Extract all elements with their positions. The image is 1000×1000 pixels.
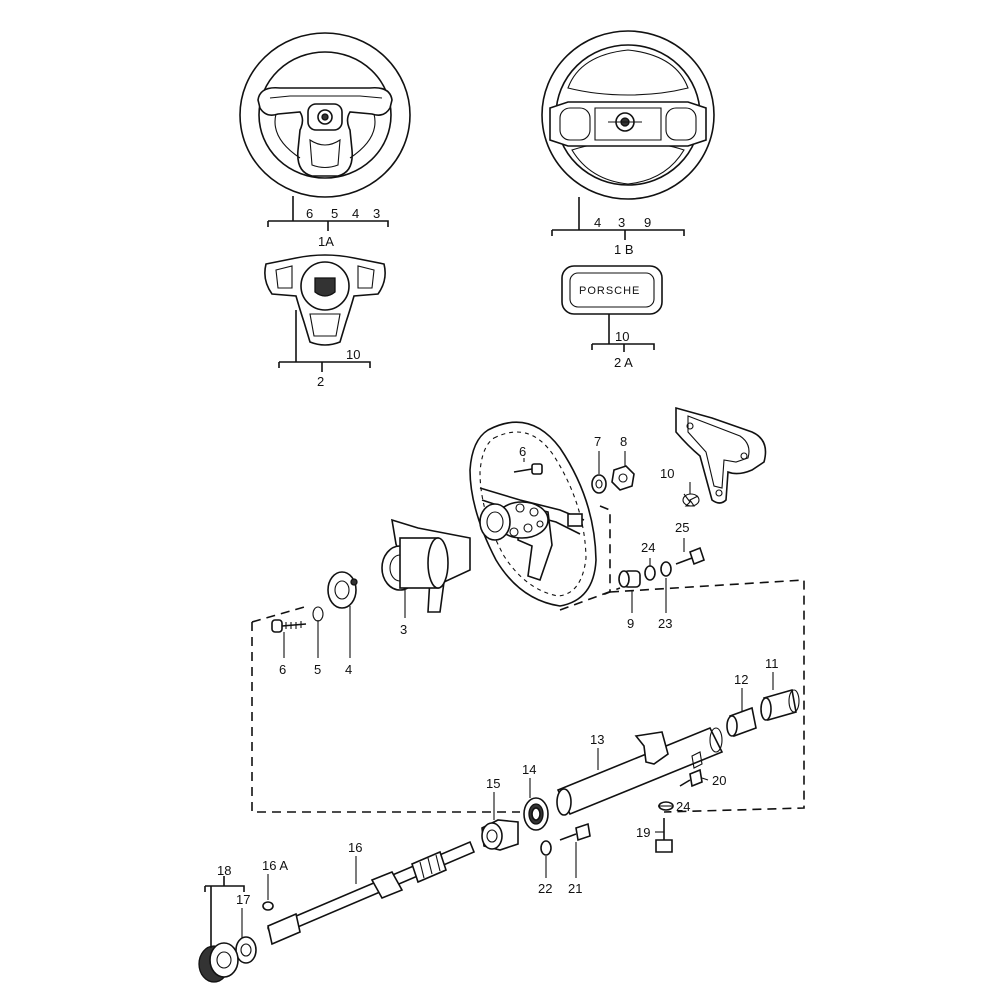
callout-leaders [241, 451, 774, 938]
part-label-1b-9: 9 [644, 215, 651, 230]
callout-17: 17 [236, 892, 250, 907]
gear-assembly-18 [198, 942, 239, 983]
pad-mount-plate [675, 406, 767, 504]
bushing-11 [760, 688, 800, 722]
callout-16: 16 [348, 840, 362, 855]
bolt-21 [559, 822, 591, 842]
part-label-1b-4: 4 [594, 215, 601, 230]
callout-16a: 16 A [262, 858, 288, 873]
callout-20: 20 [712, 773, 726, 788]
bushing-12 [726, 706, 757, 738]
nut-8 [611, 465, 635, 491]
bushing-9 [618, 570, 641, 588]
callout-7: 7 [594, 434, 601, 449]
callout-23: 23 [658, 616, 672, 631]
callout-labels: 3 4 5 6 6 7 8 10 9 24 25 23 11 12 13 14 … [236, 434, 779, 907]
callout-8: 8 [620, 434, 627, 449]
part-label-1a-5: 5 [331, 206, 338, 221]
spring-washer-5 [312, 606, 324, 622]
part-label-1a-3: 3 [373, 206, 380, 221]
group-bracket-1b: 4 3 9 1 B [551, 197, 685, 257]
jacket-tube-13 [556, 726, 724, 816]
bolt-19 [655, 818, 673, 853]
callout-15: 15 [486, 776, 500, 791]
callout-13: 13 [590, 732, 604, 747]
steering-wheel-1b [541, 30, 715, 200]
bearing-housing-15 [481, 819, 519, 851]
part-label-2-10: 10 [346, 347, 360, 362]
callout-14: 14 [522, 762, 536, 777]
washer-7 [591, 474, 607, 494]
assembly-outline-dashed [251, 505, 805, 813]
washer-23 [660, 561, 672, 577]
screw-6-lower [271, 619, 307, 633]
group-bracket-2a: 10 2 A [591, 314, 655, 370]
callout-10: 10 [660, 466, 674, 481]
part-label-1a-4: 4 [352, 206, 359, 221]
callout-22: 22 [538, 881, 552, 896]
callout-12: 12 [734, 672, 748, 687]
group-label-1a: 1A [318, 234, 334, 249]
callout-25: 25 [675, 520, 689, 535]
group-label-18: 18 [217, 863, 231, 878]
part-label-2a-10: 10 [615, 329, 629, 344]
callout-9: 9 [627, 616, 634, 631]
contact-ring-4 [327, 571, 358, 609]
horn-pad-2 [264, 254, 386, 346]
part-label-1b-3: 3 [618, 215, 625, 230]
callout-19: 19 [636, 825, 650, 840]
bearing-17 [235, 936, 257, 964]
steering-wheel-1a [239, 32, 411, 198]
steering-wheel-assembly [469, 421, 597, 607]
callout-24-upper: 24 [641, 540, 655, 555]
porsche-logo-text: PORSCHE [579, 285, 640, 297]
horn-button-2a: PORSCHE [561, 265, 663, 315]
callout-21: 21 [568, 881, 582, 896]
clamp-screw-16a [262, 901, 274, 911]
callout-4: 4 [345, 662, 352, 677]
screw-20 [679, 768, 703, 788]
group-label-2a: 2 A [614, 355, 633, 370]
callout-11: 11 [765, 656, 779, 671]
steering-shaft-16 [266, 840, 476, 946]
washer-24-upper [644, 565, 656, 581]
bearing-14 [523, 797, 549, 831]
callout-6-upper: 6 [519, 444, 526, 459]
bolt-25 [675, 546, 705, 566]
group-bracket-2: 10 2 [278, 310, 371, 389]
group-label-2: 2 [317, 374, 324, 389]
group-label-1b: 1 B [614, 242, 634, 257]
callout-5: 5 [314, 662, 321, 677]
callout-3: 3 [400, 622, 407, 637]
callout-24-lower: 24 [676, 799, 690, 814]
washer-22 [540, 840, 552, 856]
callout-6-lower: 6 [279, 662, 286, 677]
steering-hub-3 [381, 518, 471, 613]
spring-10 [682, 493, 700, 507]
screw-6-upper [513, 463, 543, 475]
part-label-1a-6: 6 [306, 206, 313, 221]
group-bracket-1a: 6 5 4 3 1A [267, 196, 389, 249]
group-bracket-18: 18 [204, 863, 245, 948]
